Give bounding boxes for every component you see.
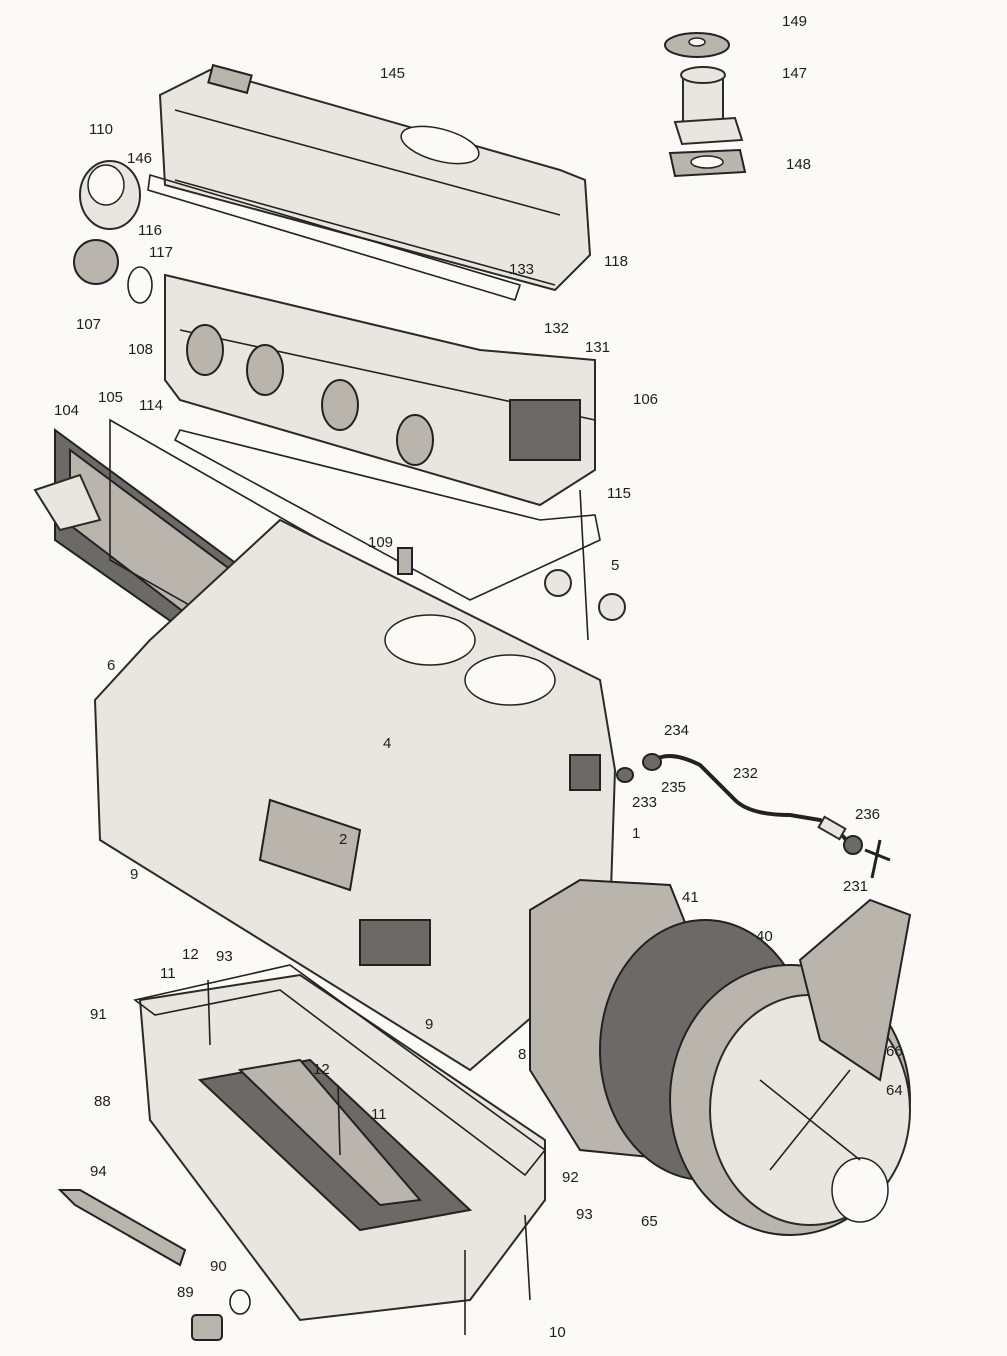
part-label-2: 2 [339, 831, 347, 848]
dipstick-bracket [57, 1189, 187, 1267]
main-bearing-bolt-2 [337, 1084, 341, 1156]
water-outlet-cover [664, 32, 730, 58]
part-label-40: 40 [756, 928, 773, 945]
part-label-1: 1 [632, 825, 640, 842]
part-label-6: 6 [107, 657, 115, 674]
dowel [397, 547, 413, 575]
part-label-10: 10 [549, 1324, 566, 1341]
part-label-64: 64 [886, 1082, 903, 1099]
rocker-cover-gasket [147, 173, 522, 301]
part-label-233: 233 [632, 794, 657, 811]
part-label-9: 9 [425, 1016, 433, 1033]
part-label-91: 91 [90, 1006, 107, 1023]
part-label-235: 235 [661, 779, 686, 796]
cylinder-block [93, 518, 617, 1072]
part-label-66: 66 [886, 1043, 903, 1060]
part-label-89: 89 [177, 1284, 194, 1301]
part-label-110: 110 [89, 121, 113, 138]
drain-plug [191, 1314, 223, 1341]
sump-gasket [133, 964, 547, 1177]
part-label-133: 133 [509, 261, 534, 278]
thermostat-gasket [668, 148, 747, 178]
part-label-93: 93 [576, 1206, 593, 1223]
part-label-118: 118 [604, 253, 628, 270]
part-label-149: 149 [782, 13, 807, 30]
part-label-236: 236 [855, 806, 880, 823]
part-label-4: 4 [383, 735, 391, 752]
part-label-132: 132 [544, 320, 569, 337]
part-label-104: 104 [54, 402, 79, 419]
part-label-9: 9 [130, 866, 138, 883]
part-label-232: 232 [733, 765, 758, 782]
part-label-8: 8 [518, 1046, 526, 1063]
part-label-234: 234 [664, 722, 689, 739]
rocker-cover [158, 63, 592, 292]
oil-sump [138, 973, 546, 1322]
engine-mounting-bracket [798, 898, 912, 1082]
main-bearing-bolt [207, 979, 211, 1046]
part-label-92: 92 [562, 1169, 579, 1186]
cylinder-head [164, 273, 596, 507]
part-label-116: 116 [138, 222, 162, 239]
thermostat-housing [673, 66, 744, 146]
part-label-105: 105 [98, 389, 123, 406]
washer [127, 266, 153, 304]
part-label-231: 231 [843, 878, 868, 895]
core-plug [544, 569, 572, 597]
oil-gauge-pipe [616, 753, 891, 879]
part-label-114: 114 [139, 397, 163, 414]
part-label-146: 146 [127, 150, 152, 167]
part-label-147: 147 [782, 65, 807, 82]
part-label-148: 148 [786, 156, 811, 173]
sump-bolt-2 [524, 1214, 531, 1301]
part-label-145: 145 [380, 65, 405, 82]
part-label-88: 88 [94, 1093, 111, 1110]
part-label-106: 106 [633, 391, 658, 408]
stud [579, 489, 589, 641]
oil-filler-cap [79, 160, 141, 230]
drain-washer [229, 1289, 251, 1315]
part-label-11: 11 [371, 1106, 387, 1123]
part-label-93: 93 [216, 948, 233, 965]
part-label-12: 12 [182, 946, 199, 963]
part-label-107: 107 [76, 316, 101, 333]
part-label-41: 41 [682, 889, 699, 906]
part-label-90: 90 [210, 1258, 227, 1275]
part-label-11: 11 [160, 965, 176, 982]
part-label-5: 5 [611, 557, 619, 574]
head-gasket [173, 429, 601, 601]
part-label-65: 65 [641, 1213, 658, 1230]
part-label-108: 108 [128, 341, 153, 358]
part-label-115: 115 [607, 485, 631, 502]
core-plug-2 [598, 593, 626, 621]
part-label-131: 131 [585, 339, 610, 356]
part-label-94: 94 [90, 1163, 107, 1180]
part-label-117: 117 [149, 244, 173, 261]
part-label-12: 12 [313, 1061, 330, 1078]
oil-filler-plug [73, 239, 119, 285]
part-label-109: 109 [368, 534, 393, 551]
